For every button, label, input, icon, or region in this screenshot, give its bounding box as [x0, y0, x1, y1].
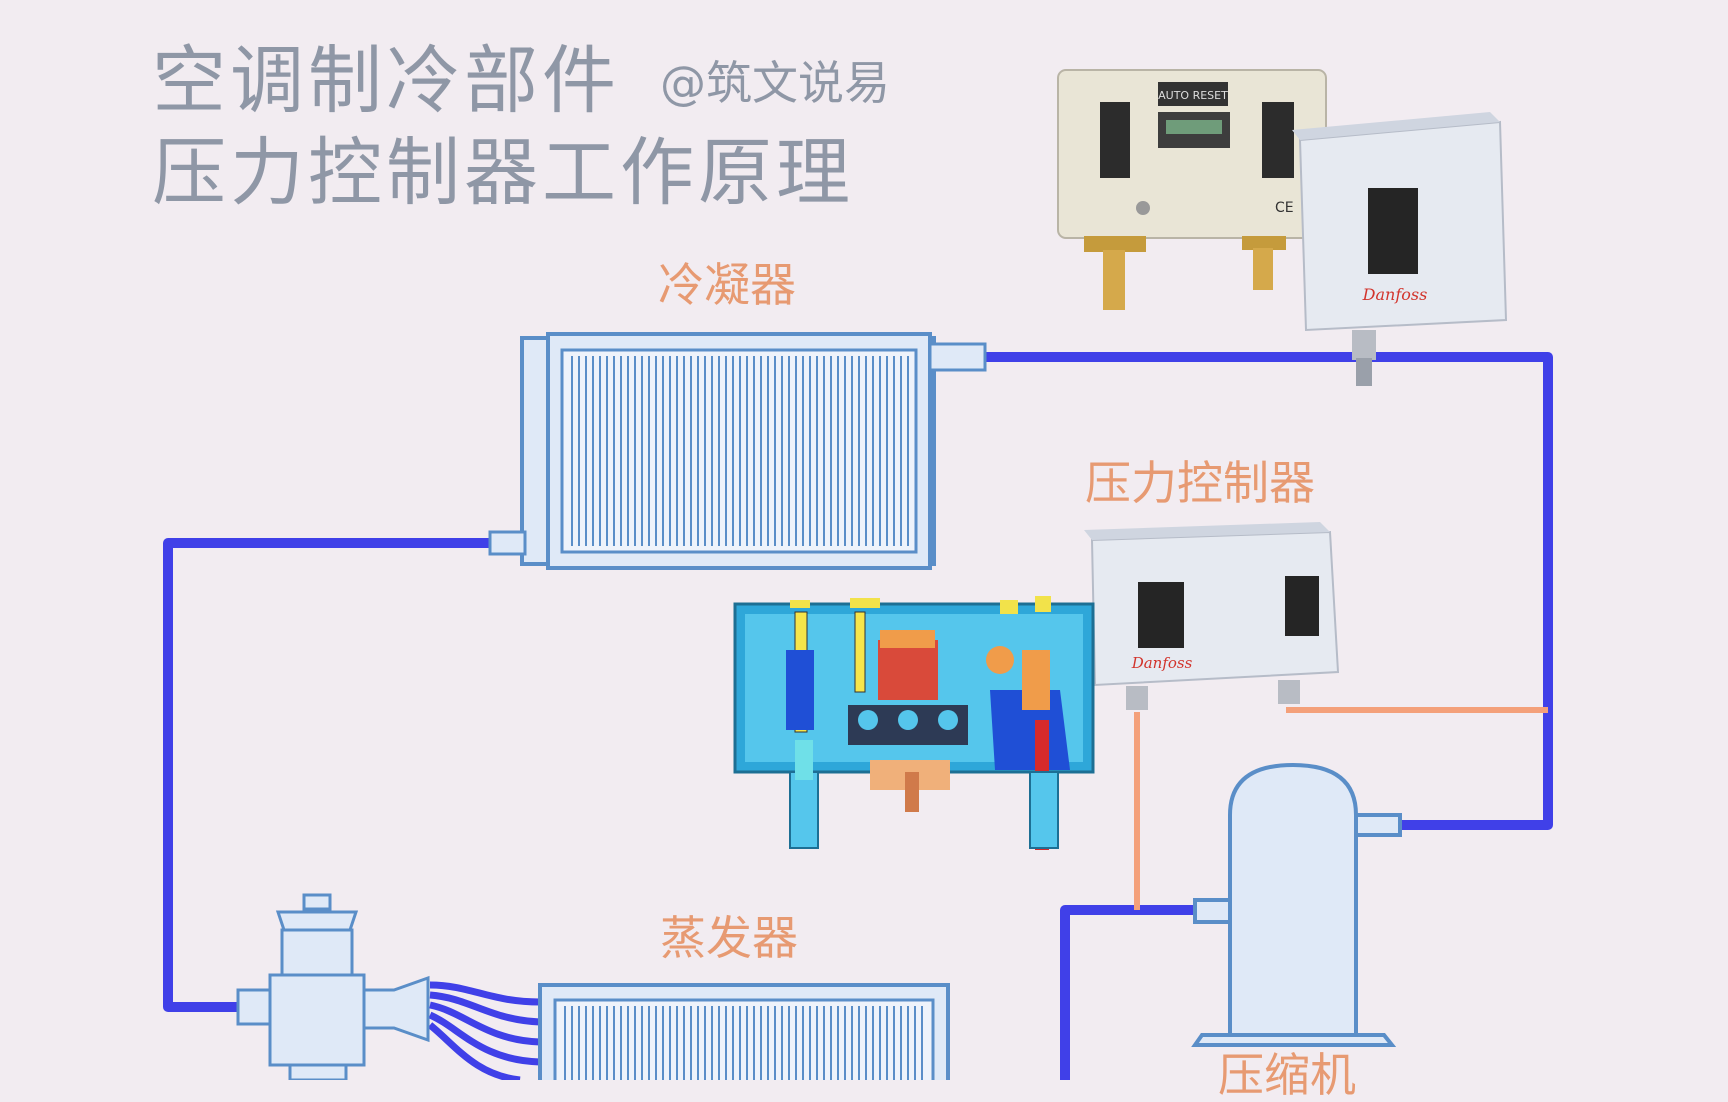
distributor-tubes — [427, 981, 541, 1080]
title-line-2: 压力控制器工作原理 — [152, 130, 854, 216]
title-line-1: 空调制冷部件 — [152, 38, 620, 124]
danfoss-logo-top: Danfoss — [1362, 285, 1428, 304]
refrigerant-lines — [163, 352, 1553, 1080]
auto-reset-label: AUTO RESET — [1158, 89, 1228, 102]
condenser-label: 冷凝器 — [658, 258, 796, 312]
single-pressure-switch-photo: Danfoss — [1292, 112, 1508, 386]
evaporator-label: 蒸发器 — [660, 911, 798, 965]
author-handle: @筑文说易 — [660, 56, 890, 110]
dual-pressure-switch-photo: AUTO RESET CE — [1057, 69, 1327, 310]
ce-mark: CE — [1275, 200, 1294, 216]
evaporator — [538, 983, 950, 1080]
pressure-sensing-lines — [1134, 707, 1548, 910]
pressure-controller-label: 压力控制器 — [1085, 456, 1315, 510]
danfoss-logo-controller: Danfoss — [1131, 654, 1193, 672]
pressure-controller-photo: Danfoss — [1084, 522, 1340, 710]
compressor-label: 压缩机 — [1218, 1048, 1356, 1102]
expansion-valve — [236, 893, 430, 1080]
condenser — [488, 332, 987, 570]
suction-line — [1060, 905, 1200, 1080]
controller-cutaway — [733, 596, 1095, 850]
liquid-line — [163, 538, 498, 1012]
discharge-line — [985, 352, 1553, 830]
compressor — [1191, 762, 1402, 1047]
